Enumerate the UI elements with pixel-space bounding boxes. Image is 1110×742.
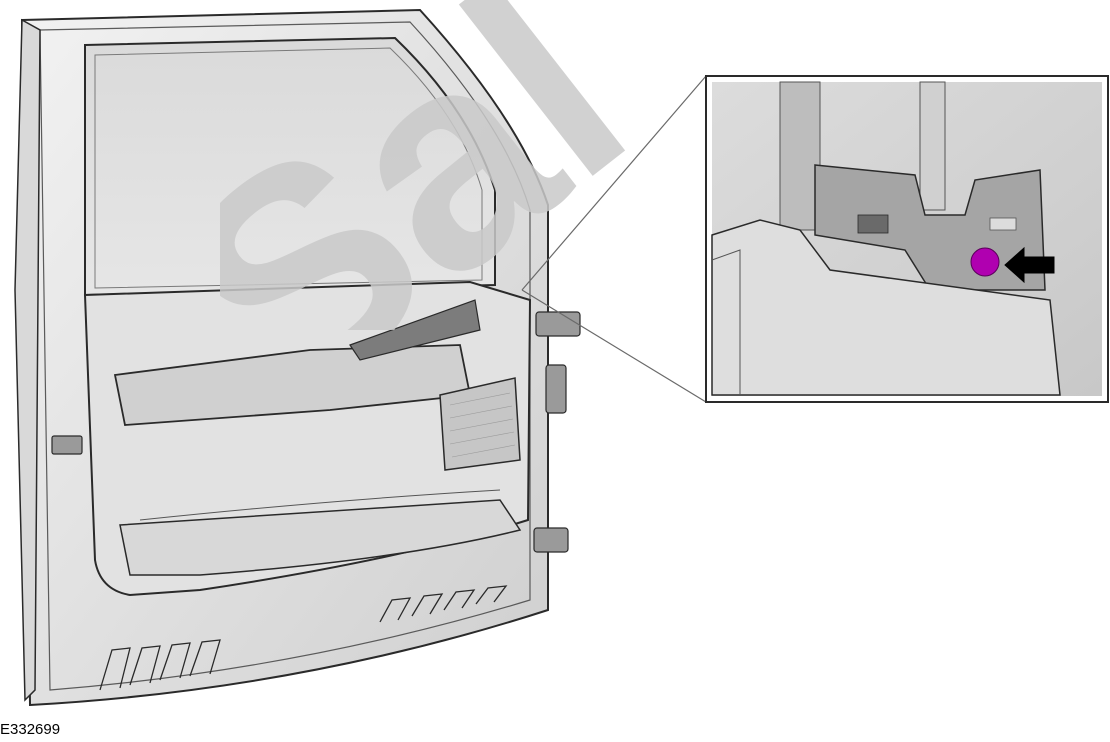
callout-marker-dot [970, 247, 1000, 277]
figure-id-label: E332699 [0, 721, 61, 738]
window-glass [84, 36, 496, 297]
door-trim-panel [83, 280, 532, 597]
door-hinges [51, 311, 581, 553]
callout-leader-lines [521, 75, 707, 403]
detail-inset [705, 75, 1109, 403]
lower-door-ribs [99, 585, 508, 691]
pointer-arrow-icon [1004, 246, 1055, 284]
